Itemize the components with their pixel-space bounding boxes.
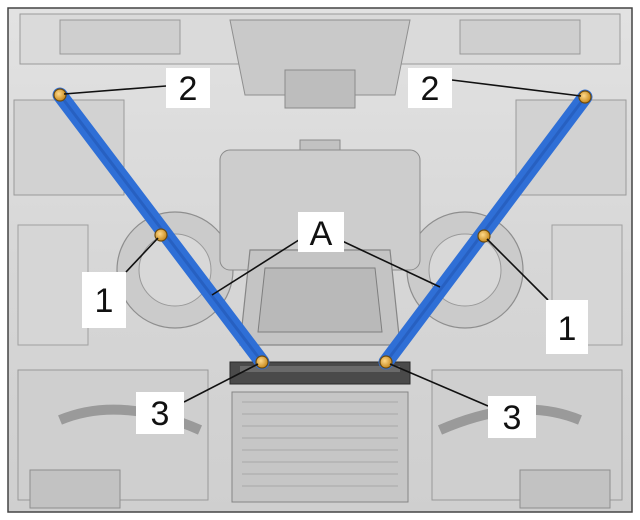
leader-lines [63, 79, 582, 407]
callout-1-left: 1 [82, 272, 126, 328]
callout-1-left-label: 1 [95, 282, 114, 320]
leader-3-right [389, 363, 489, 407]
callout-3-right-label: 3 [503, 399, 522, 437]
callout-1-right-label: 1 [558, 310, 577, 348]
leader-2-right [451, 79, 582, 97]
leader-2-left [63, 85, 167, 95]
vehicle-underbody-illustration [7, 7, 633, 513]
callout-a: A [298, 212, 344, 253]
leader-1-left [125, 237, 159, 273]
bolt-top-right [578, 90, 592, 104]
callout-2-right-label: 2 [421, 70, 440, 108]
leader-1-right [486, 238, 549, 301]
bolt-bottom-left [255, 355, 269, 369]
callout-2-left-label: 2 [179, 70, 198, 108]
callout-3-right: 3 [488, 396, 536, 438]
leader-a-left [211, 237, 303, 296]
bolt-top-left [53, 88, 67, 102]
callout-2-left: 2 [166, 68, 210, 108]
bolt-bottom-right [379, 355, 393, 369]
callout-3-left: 3 [136, 392, 184, 434]
leader-a-right [339, 239, 441, 288]
strut-brace-right [378, 89, 593, 370]
leader-3-left [183, 363, 259, 403]
callout-3-left-label: 3 [151, 395, 170, 433]
callout-1-right: 1 [546, 300, 588, 354]
callout-a-label: A [310, 215, 333, 253]
callout-2-right: 2 [408, 68, 452, 108]
